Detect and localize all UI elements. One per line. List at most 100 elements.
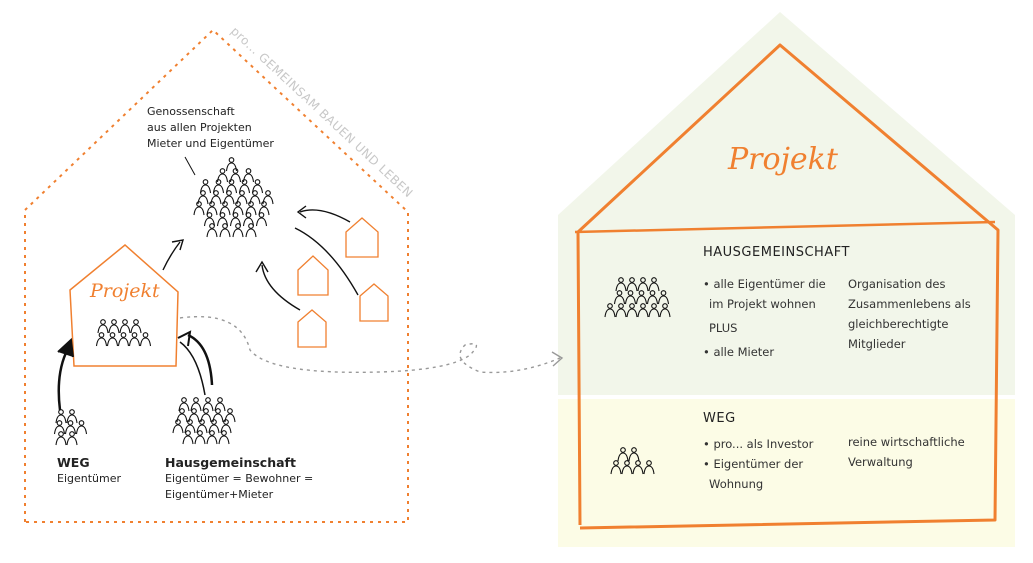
person-icon — [236, 190, 248, 205]
person-icon — [200, 408, 212, 423]
person-icon — [128, 332, 141, 347]
person-icon — [139, 332, 152, 347]
person-icon — [97, 319, 109, 334]
weg-sub: Eigentümer — [57, 472, 122, 485]
person-icon — [216, 168, 229, 183]
text-line: • Eigentümer der — [703, 457, 804, 471]
person-icon — [610, 460, 622, 475]
hausgemeinschaft-label: Hausgemeinschaft Eigentümer = Bewohner =… — [165, 455, 313, 503]
text-line: Zusammenlebens als — [848, 297, 971, 311]
person-icon — [646, 290, 659, 305]
text-line: • alle Mieter — [703, 345, 775, 359]
weg-right-column: reine wirtschaftliche Verwaltung — [848, 432, 965, 472]
weg-heading: WEG — [703, 411, 736, 426]
person-icon — [245, 223, 257, 238]
person-icon — [626, 303, 638, 318]
person-icon — [624, 290, 637, 305]
text-line: Organisation des — [848, 277, 946, 291]
person-icon — [229, 168, 242, 183]
person-icon — [55, 409, 67, 424]
person-icon — [604, 303, 616, 318]
person-icon — [106, 332, 119, 347]
person-icon — [214, 397, 226, 412]
person-icon — [648, 303, 660, 318]
person-icon — [613, 290, 626, 305]
text-line: Genossenschaft — [147, 105, 235, 118]
person-icon — [632, 460, 644, 475]
person-icon — [626, 277, 638, 292]
person-icon — [628, 447, 640, 462]
person-icon — [635, 290, 648, 305]
person-icon — [225, 179, 238, 194]
person-icon — [219, 223, 231, 238]
person-icon — [212, 179, 225, 194]
person-icon — [206, 223, 218, 238]
weg-title: WEG — [57, 455, 90, 470]
right-house-outline — [576, 43, 1000, 530]
arrows — [57, 205, 359, 411]
person-icon — [249, 190, 261, 205]
hg-background — [558, 12, 1015, 395]
person-icon — [176, 408, 188, 423]
person-icon — [232, 223, 244, 238]
person-icon — [203, 212, 216, 227]
person-icon — [255, 212, 268, 227]
person-icon — [117, 332, 130, 347]
person-icon — [224, 408, 236, 423]
person-icon — [615, 303, 627, 318]
left-house-dotted-outline — [24, 28, 409, 523]
person-icon — [218, 430, 230, 445]
text-line: Verwaltung — [848, 455, 913, 469]
person-icon — [245, 201, 257, 216]
projekt-house — [69, 244, 179, 367]
person-icon — [206, 430, 218, 445]
person-icon — [648, 277, 660, 292]
person-icon — [242, 168, 255, 183]
person-icon — [172, 419, 184, 434]
person-icon — [225, 157, 238, 172]
person-icon — [66, 431, 78, 446]
person-icon — [262, 190, 274, 205]
text-line: Eigentümer = Bewohner = — [165, 472, 314, 485]
person-icon — [190, 397, 202, 412]
person-icon — [199, 179, 212, 194]
person-icon — [258, 201, 270, 216]
person-icon — [53, 420, 66, 435]
person-icon — [64, 420, 77, 435]
person-icon — [657, 290, 670, 305]
genossenschaft-label: Genossenschaft aus allen Projekten Miete… — [147, 104, 274, 152]
text-line: Eigentümer+Mieter — [165, 488, 274, 501]
person-icon — [659, 303, 671, 318]
person-icon — [223, 190, 235, 205]
person-icon — [75, 420, 88, 435]
hg-right-column: Organisation des Zusammenlebens als glei… — [848, 274, 971, 354]
weg-label: WEG Eigentümer — [57, 455, 121, 487]
person-icon — [206, 201, 218, 216]
text-line: reine wirtschaftliche — [848, 435, 965, 449]
projekt-label-small: Projekt — [90, 280, 160, 302]
person-icon — [95, 332, 108, 347]
person-icon — [197, 190, 209, 205]
person-icon — [208, 419, 220, 434]
person-icon — [66, 409, 78, 424]
person-icon — [216, 212, 229, 227]
person-icon — [202, 397, 214, 412]
person-icon — [242, 212, 255, 227]
person-icon — [220, 419, 232, 434]
hg-left-column: • alle Eigentümer die im Projekt wohnen … — [703, 274, 826, 362]
person-icon — [229, 212, 242, 227]
text-line: Mieter und Eigentümer — [147, 137, 274, 150]
person-icon — [130, 319, 142, 334]
person-icon — [615, 277, 627, 292]
person-icon — [210, 190, 222, 205]
hg-heading: HAUSGEMEINSCHAFT — [703, 245, 850, 260]
person-icon — [643, 460, 655, 475]
person-icon — [178, 397, 190, 412]
dashed-connector-arrow — [179, 316, 561, 374]
text-line: Wohnung — [709, 477, 764, 491]
person-icon — [232, 201, 244, 216]
person-icon — [196, 419, 208, 434]
person-icon — [238, 179, 251, 194]
small-houses — [297, 217, 389, 348]
hg-title: Hausgemeinschaft — [165, 455, 296, 470]
